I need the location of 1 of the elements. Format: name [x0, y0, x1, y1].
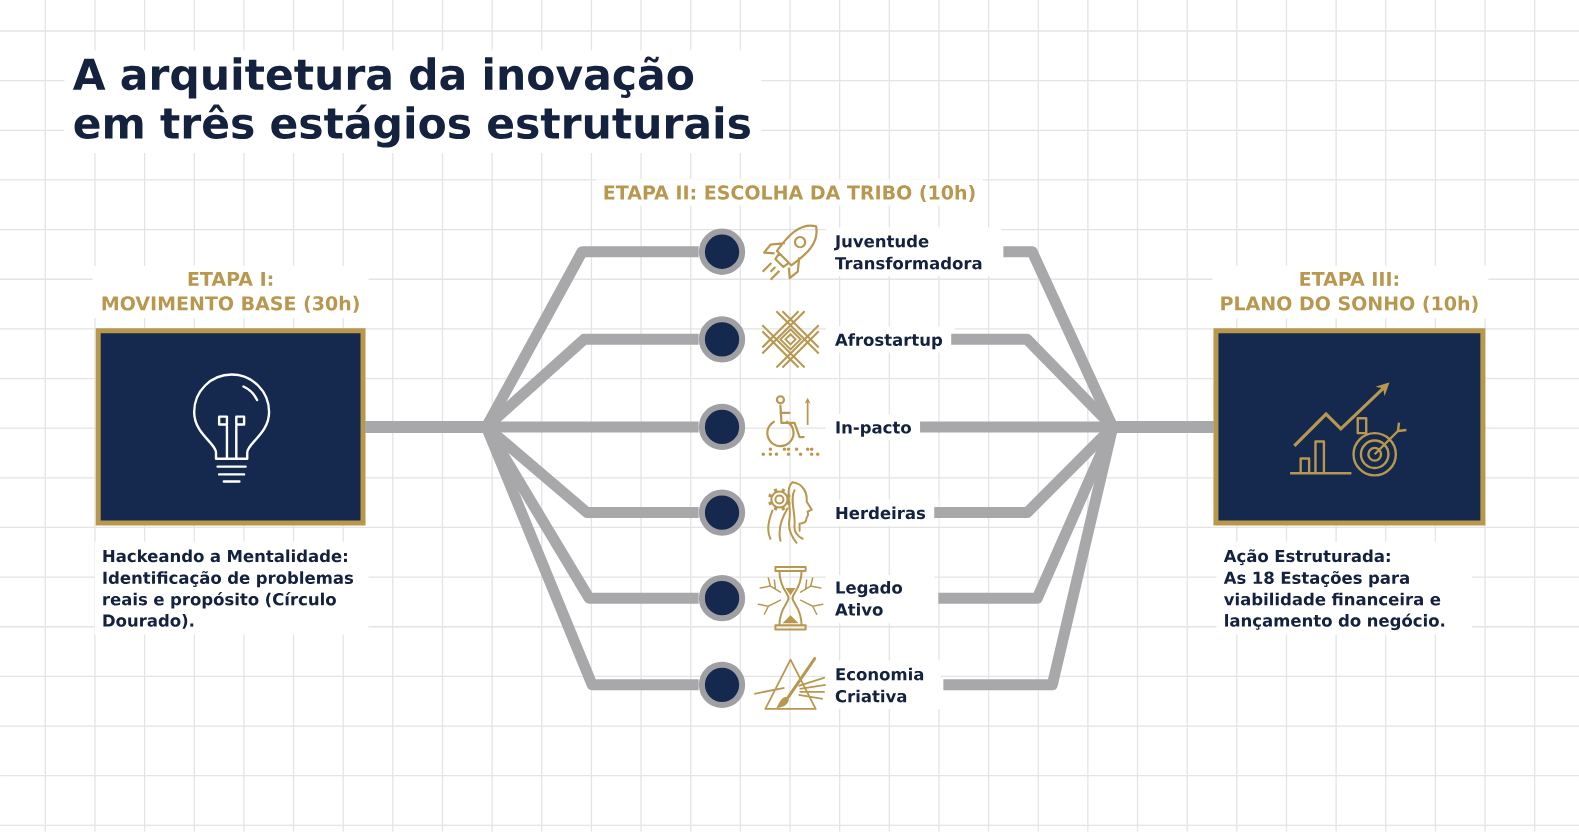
title: A arquitetura da inovação em três estágios estruturais: [72, 56, 750, 148]
